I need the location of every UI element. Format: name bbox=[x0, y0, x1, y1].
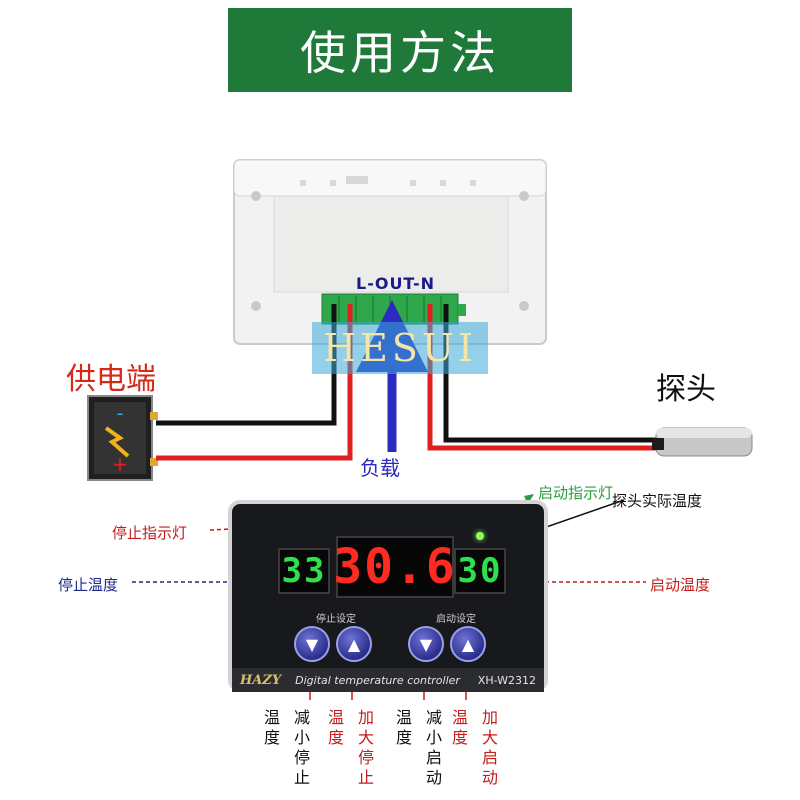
triangle-down-icon: ▼ bbox=[305, 634, 319, 654]
start-temp-callout: 启动温度 bbox=[650, 576, 711, 594]
start-indicator-led bbox=[476, 532, 484, 540]
start-temp-display: 30 bbox=[454, 548, 506, 594]
temperature-probe-icon bbox=[652, 427, 753, 457]
button-label: 温度 bbox=[395, 708, 412, 747]
power-supply-icon: - + bbox=[87, 395, 158, 481]
button-label: 减小启动 bbox=[425, 708, 442, 787]
button-label: 减小停止 bbox=[293, 708, 310, 787]
stop-setting-caption: 停止设定 bbox=[316, 614, 356, 625]
button-label: 温度 bbox=[327, 708, 344, 747]
stop-temp-up-button[interactable]: ▲ bbox=[336, 626, 372, 662]
svg-text:-: - bbox=[117, 403, 124, 424]
button-label: 温度 bbox=[451, 708, 468, 747]
button-label: 加大启动 bbox=[481, 708, 498, 787]
stop-temp-down-button[interactable]: ▼ bbox=[294, 626, 330, 662]
temperature-controller: 33 30.6 30 停止设定 启动设定 ▼ ▲ ▼ ▲ HAZY Digita… bbox=[228, 500, 548, 692]
start-temp-down-button[interactable]: ▼ bbox=[408, 626, 444, 662]
load-label: 负载 bbox=[360, 456, 400, 480]
supply-label: 供电端 bbox=[66, 362, 156, 397]
start-temp-up-button[interactable]: ▲ bbox=[450, 626, 486, 662]
controller-label-strip: HAZY Digital temperature controller XH-W… bbox=[232, 668, 544, 692]
stop-indicator-callout: 停止指示灯 bbox=[112, 524, 188, 542]
triangle-down-icon: ▼ bbox=[419, 634, 433, 654]
button-label: 温度 bbox=[263, 708, 280, 747]
model-number: XH-W2312 bbox=[477, 673, 536, 687]
watermark: HESUI bbox=[312, 322, 488, 374]
probe-label: 探头 bbox=[656, 372, 716, 407]
product-name: Digital temperature controller bbox=[295, 673, 460, 687]
stop-temp-display: 33 bbox=[278, 548, 330, 594]
probe-actual-temp-callout: 探头实际温度 bbox=[612, 492, 703, 510]
actual-temp-display: 30.6 bbox=[333, 536, 455, 598]
relay-module bbox=[233, 159, 547, 345]
triangle-up-icon: ▲ bbox=[347, 634, 361, 654]
page-title: 使用方法 bbox=[228, 8, 572, 92]
brand-logo: HAZY bbox=[240, 672, 282, 688]
terminal-label: L-OUT-N bbox=[356, 274, 436, 293]
triangle-up-icon: ▲ bbox=[461, 634, 475, 654]
start-setting-caption: 启动设定 bbox=[436, 614, 476, 625]
svg-text:+: + bbox=[112, 452, 129, 476]
button-label: 加大停止 bbox=[357, 708, 374, 787]
stop-temp-callout: 停止温度 bbox=[58, 576, 119, 594]
start-indicator-callout: 启动指示灯 bbox=[538, 484, 614, 502]
start-indicator-arrow-head bbox=[524, 494, 534, 504]
